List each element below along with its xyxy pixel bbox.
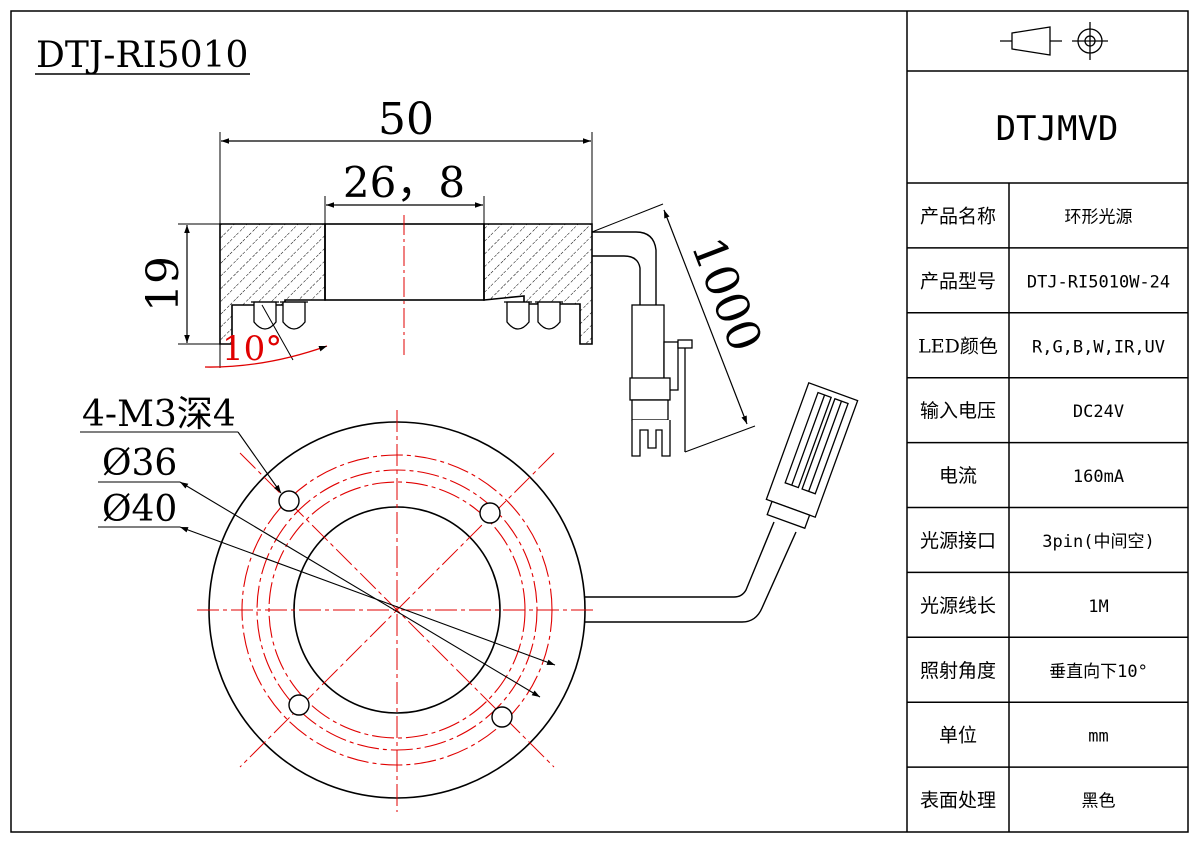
spec-value: DTJ-RI5010W-24	[1027, 272, 1170, 292]
dim-1000-label: 1000	[681, 230, 773, 359]
spec-label: LED颜色	[918, 335, 998, 357]
spec-value: 垂直向下10°	[1049, 662, 1148, 682]
led-icon	[251, 301, 563, 330]
model-title: DTJ-RI5010	[36, 35, 248, 76]
brand-name: DTJMVD	[996, 109, 1119, 149]
spec-value: 环形光源	[1065, 207, 1133, 227]
connector-side-icon	[629, 304, 693, 457]
cable-plan	[584, 521, 797, 623]
drawing-frame	[10, 10, 1189, 833]
plan-view: 4-M3深4 Ø36 Ø40	[80, 382, 859, 812]
cable-side	[592, 231, 657, 305]
spec-value: R,G,B,W,IR,UV	[1032, 337, 1165, 357]
dia-36-label: Ø36	[102, 443, 177, 484]
holes-label: 4-M3深4	[82, 394, 236, 435]
spec-label: 光源接口	[920, 530, 996, 552]
spec-label: 产品型号	[920, 270, 996, 292]
spec-label: 光源线长	[920, 595, 996, 617]
third-angle-projection-icon	[1000, 22, 1108, 60]
spec-label: 照射角度	[920, 660, 996, 682]
spec-label: 表面处理	[920, 790, 996, 812]
spec-value: 1M	[1088, 597, 1108, 617]
spec-value: DC24V	[1073, 402, 1124, 422]
spec-value: 3pin(中间空)	[1042, 532, 1154, 552]
dim-26-8-label: 26，8	[343, 158, 465, 207]
angle-arc	[204, 345, 328, 368]
dim-50-label: 50	[378, 94, 434, 145]
spec-label: 单位	[939, 725, 977, 747]
spec-value: 160mA	[1073, 467, 1124, 487]
connector-plan-icon	[765, 382, 859, 530]
spec-label: 产品名称	[920, 205, 996, 227]
spec-value: 黑色	[1082, 792, 1116, 812]
angle-label: 10°	[222, 329, 282, 369]
spec-label: 输入电压	[920, 400, 996, 422]
section-view: 50 26，8 19 10° 1000	[138, 94, 773, 457]
dim-19-label: 19	[138, 256, 189, 312]
dia-40-label: Ø40	[102, 489, 177, 530]
dim-1000-line	[663, 209, 748, 425]
spec-value: mm	[1088, 727, 1108, 747]
section-right-wall	[483, 223, 593, 345]
spec-label: 电流	[939, 465, 977, 487]
